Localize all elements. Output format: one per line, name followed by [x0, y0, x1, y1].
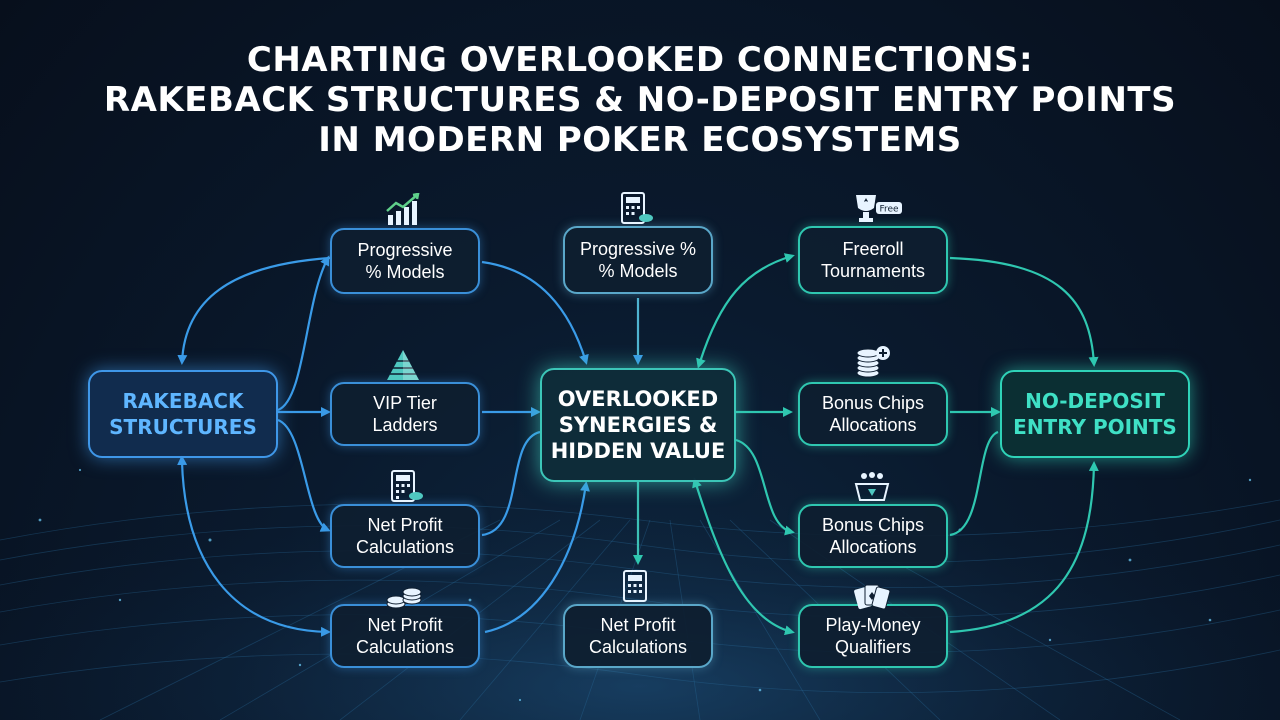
node-label: Net Profit Calculations [355, 615, 455, 657]
arrow-rakeback-netprofit-bottom [177, 455, 331, 637]
right-node-bonus-chips-2: Bonus Chips Allocations [798, 504, 948, 568]
tray-icon [854, 472, 890, 501]
arrow-center-to-bonus2 [735, 438, 795, 536]
left-node-net-profit-2: Net Profit Calculations [330, 604, 480, 668]
node-label: VIP Tier Ladders [372, 393, 438, 435]
left-node-net-profit-1: Net Profit Calculations [330, 504, 480, 568]
rakeback-hub-label: RAKEBACK STRUCTURES [109, 389, 257, 439]
left-node-progressive-models: Progressive % Models [330, 228, 480, 294]
right-node-bonus-chips-1: Bonus Chips Allocations [798, 382, 948, 446]
arrow-rakeback-to-progressive [277, 255, 330, 412]
nodeposit-hub-label: NO-DEPOSIT ENTRY POINTS [1013, 389, 1177, 439]
node-label: Net Profit Calculations [588, 615, 688, 657]
pyramid-icon [387, 350, 419, 380]
calculator-icon [391, 470, 423, 502]
no-deposit-entry-hub: NO-DEPOSIT ENTRY POINTS [1000, 370, 1190, 458]
chip-plus-icon [856, 346, 890, 378]
page-title: CHARTING OVERLOOKED CONNECTIONS: RAKEBAC… [0, 40, 1280, 160]
node-label: Bonus Chips Allocations [821, 515, 925, 557]
arrow-center-playmoney [692, 477, 795, 636]
left-node-vip-tier-ladders: VIP Tier Ladders [330, 382, 480, 446]
calculator-icon [621, 192, 653, 224]
arrow-freeroll-to-nodeposit [949, 256, 1099, 367]
arrow-playmoney-to-nodeposit [949, 461, 1099, 634]
trophy-free-icon: Free [856, 195, 902, 222]
arrow-bonus2-to-nodeposit [949, 430, 999, 537]
chip-stack-icon [386, 587, 422, 609]
arrow-netprofit2-to-center [484, 481, 590, 634]
trend-chart-icon [386, 193, 420, 225]
node-label: Net Profit Calculations [355, 515, 455, 557]
title-line-2: RAKEBACK STRUCTURES & NO-DEPOSIT ENTRY P… [103, 80, 1177, 120]
node-label: Freeroll Tournaments [820, 239, 926, 281]
arrow-progressive-to-rakeback [177, 256, 331, 365]
title-line-3: IN MODERN POKER ECOSYSTEMS [318, 120, 962, 160]
node-label: Progressive % % Models [579, 239, 697, 281]
arrow-netprofit-to-center [481, 430, 541, 537]
calculator-icon [623, 570, 647, 602]
middle-node-net-profit: Net Profit Calculations [563, 604, 713, 668]
arrow-progressive-to-center [481, 260, 589, 365]
right-node-freeroll-tournaments: Freeroll Tournaments [798, 226, 948, 294]
arrow-rakeback-to-netprofit [277, 418, 331, 532]
title-line-1: CHARTING OVERLOOKED CONNECTIONS: [246, 40, 1034, 80]
arrow-center-freeroll [696, 253, 795, 369]
node-label: Progressive % Models [357, 240, 453, 282]
overlooked-synergies-hub: OVERLOOKED SYNERGIES & HIDDEN VALUE [540, 368, 736, 482]
playing-cards-icon [854, 584, 891, 610]
node-label: Play-Money Qualifiers [825, 615, 921, 657]
node-label: Bonus Chips Allocations [821, 393, 925, 435]
rakeback-structures-hub: RAKEBACK STRUCTURES [88, 370, 278, 458]
center-hub-label: OVERLOOKED SYNERGIES & HIDDEN VALUE [550, 387, 726, 463]
free-badge: Free [879, 205, 899, 215]
middle-node-progressive-models: Progressive % % Models [563, 226, 713, 294]
